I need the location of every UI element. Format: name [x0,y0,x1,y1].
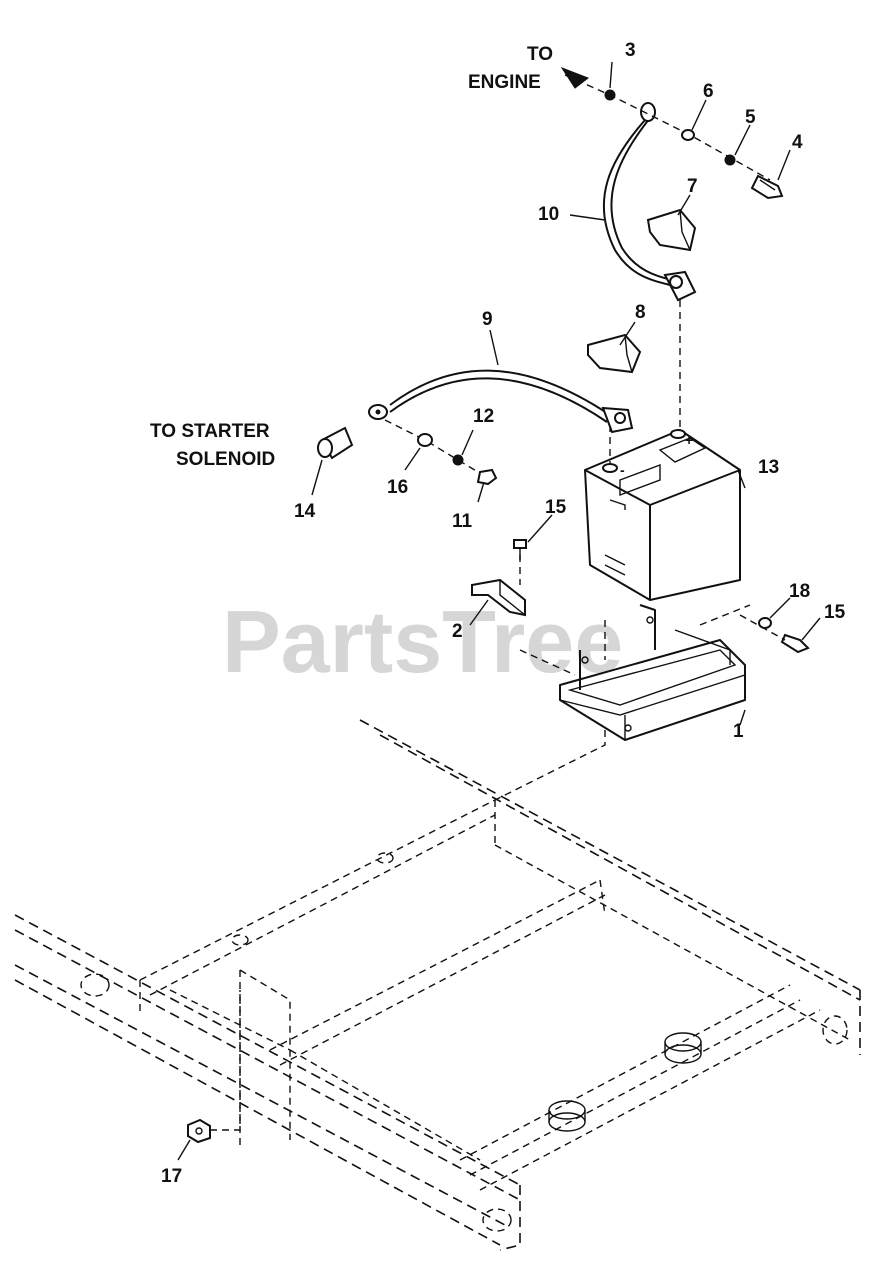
callout-6: 6 [703,81,714,102]
watermark: PartsTree [222,592,623,691]
callout-9: 9 [482,309,493,330]
callout-10: 10 [538,204,559,225]
svg-text:-: - [620,462,625,478]
battery: + - [584,429,741,601]
caption-to-engine-line1: TO [527,44,553,65]
callout-4: 4 [792,132,803,153]
leader-lines [177,61,821,1161]
callout-7: 7 [687,176,698,197]
callout-13: 13 [758,457,779,478]
callout-11: 11 [452,511,473,532]
callout-14: 14 [294,501,316,522]
callout-8: 8 [635,302,646,323]
callout-12: 12 [473,406,494,427]
callout-3: 3 [625,40,636,61]
callout-1: 1 [733,721,744,742]
battery-tray [559,604,746,741]
terminal-cover-7 [646,208,697,252]
svg-text:+: + [685,432,693,448]
callout-17: 17 [161,1166,182,1187]
caption-to-starter-line2: SOLENOID [176,449,275,470]
callout-2: 2 [452,621,463,642]
hold-down-bracket-2 [471,578,526,617]
cable-9 [368,369,634,434]
cable-10 [602,102,697,302]
callout-5: 5 [745,107,756,128]
caption-to-starter-line1: TO STARTER [150,421,270,442]
boot-14 [317,426,354,460]
callout-18: 18 [789,581,810,602]
frame-outline [14,719,861,1251]
caption-to-engine-line2: ENGINE [468,72,541,93]
terminal-cover-8 [587,333,642,374]
callout-15b: 15 [824,602,846,623]
bolt-4 [750,174,784,200]
callout-16: 16 [387,477,408,498]
callout-15a: 15 [545,497,567,518]
